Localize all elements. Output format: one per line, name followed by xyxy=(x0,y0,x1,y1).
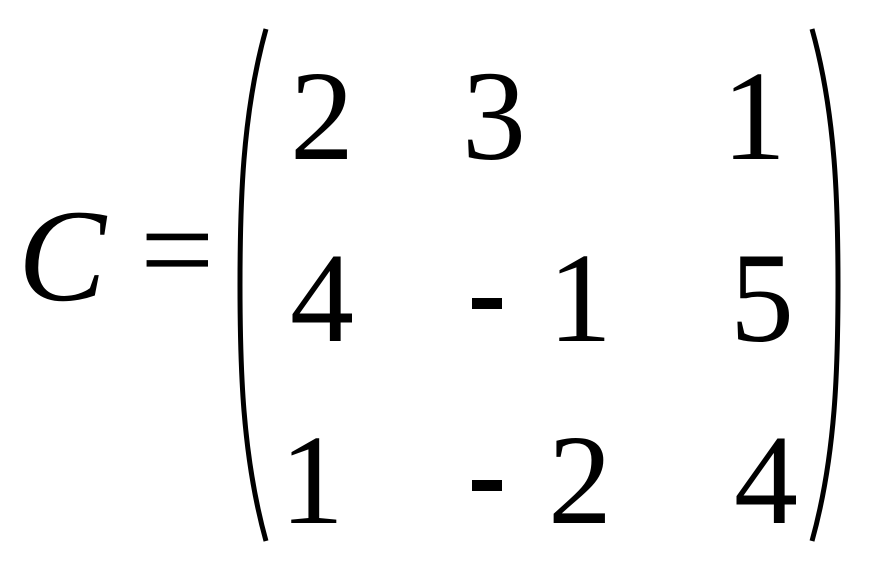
matrix-cell: 2 xyxy=(472,416,612,544)
minus-sign xyxy=(472,298,502,310)
right-parenthesis-icon xyxy=(809,28,841,542)
matrix-cell: 5 xyxy=(730,227,794,369)
matrix-cell: 2 xyxy=(290,45,354,187)
matrix-cell: 1 xyxy=(280,409,344,551)
matrix-cell: 4 xyxy=(290,227,354,369)
matrix-cell: 3 xyxy=(462,45,526,187)
minus-sign xyxy=(472,480,502,492)
matrix-cell: 1 xyxy=(472,234,612,362)
matrix-variable: C xyxy=(18,182,107,329)
matrix-cell: 1 xyxy=(722,45,786,187)
matrix-cell: 4 xyxy=(734,409,798,551)
equals-sign: = xyxy=(140,176,215,323)
left-parenthesis-icon xyxy=(237,28,269,542)
